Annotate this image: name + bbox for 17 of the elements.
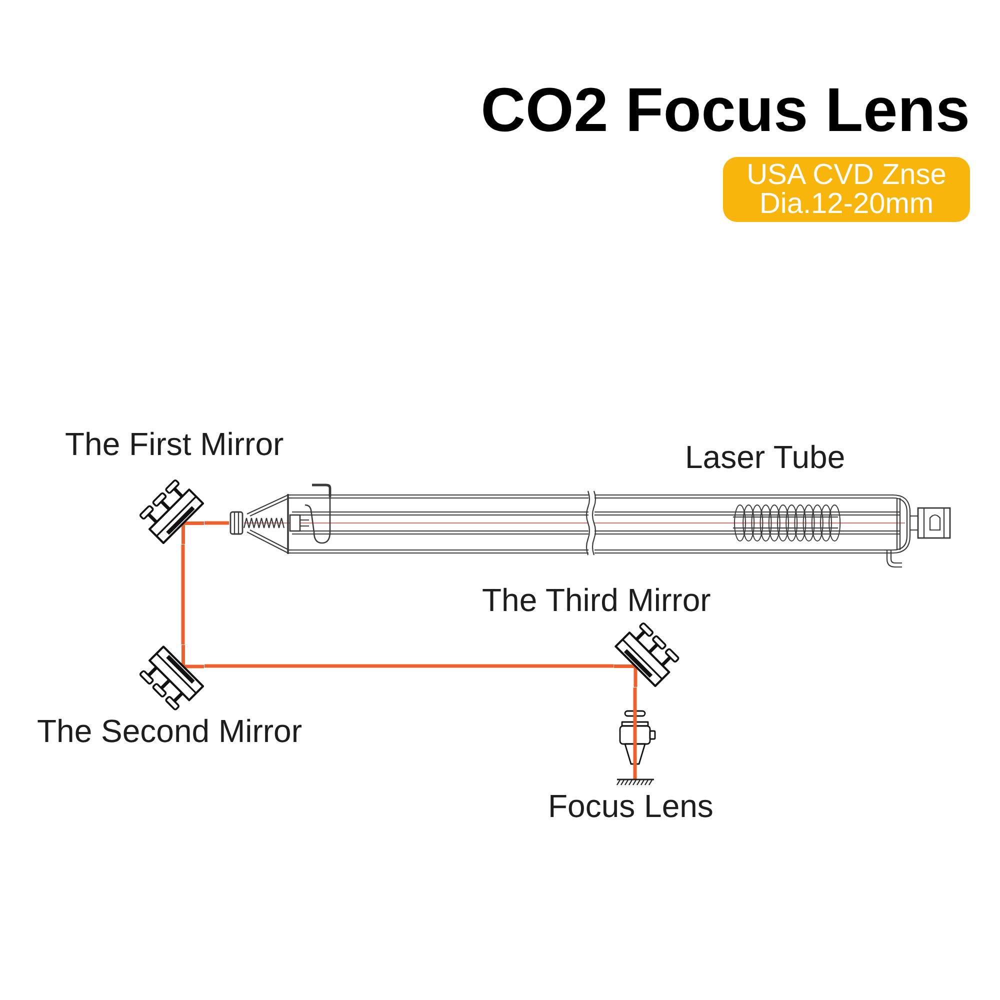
spec-badge xyxy=(723,157,970,222)
laser-beam xyxy=(204,664,614,668)
mirror-icon xyxy=(614,620,680,688)
page-title: CO2 Focus Lens xyxy=(480,80,970,142)
laser-beam xyxy=(633,687,637,708)
component-label: The Third Mirror xyxy=(482,582,711,619)
badge-text: USA CVD Znse xyxy=(746,160,946,190)
laser-beam xyxy=(204,521,229,525)
component-label: Focus Lens xyxy=(548,788,714,825)
mirror-icon xyxy=(138,644,204,712)
component-label: Laser Tube xyxy=(685,439,846,476)
laser-head-icon xyxy=(615,708,657,787)
component-label: The Second Mirror xyxy=(37,713,302,750)
laser-beam xyxy=(181,544,185,645)
component-label: The First Mirror xyxy=(65,426,284,463)
badge-text: Dia.12-20mm xyxy=(759,190,934,218)
mirror-icon xyxy=(138,478,204,544)
